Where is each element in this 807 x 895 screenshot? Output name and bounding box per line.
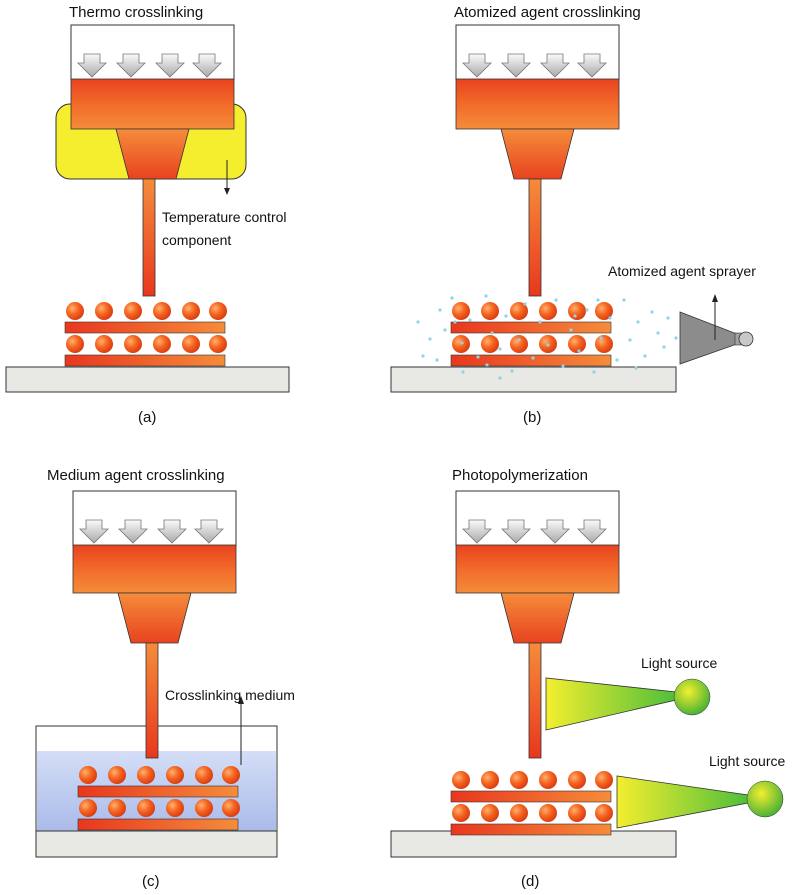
material-reservoir xyxy=(455,78,620,130)
printed-structure xyxy=(450,771,613,836)
panel-c: Medium agent crosslinking Crosslinking m… xyxy=(35,467,295,890)
annotation-temperature-line2: component xyxy=(162,232,231,248)
panel-a-title: Thermo crosslinking xyxy=(69,4,203,21)
substrate xyxy=(390,830,677,858)
needle xyxy=(145,642,159,759)
panel-b-title: Atomized agent crosslinking xyxy=(454,4,641,21)
substrate xyxy=(35,830,278,858)
annotation-light-lower: Light source xyxy=(709,753,785,769)
light-source-upper xyxy=(545,677,711,731)
needle xyxy=(528,178,542,297)
substrate xyxy=(390,366,677,393)
printed-structure xyxy=(64,302,227,367)
nozzle-cone xyxy=(115,128,190,180)
needle xyxy=(142,178,156,297)
material-reservoir xyxy=(70,78,235,130)
panel-d-caption: (d) xyxy=(521,873,539,890)
atomized-agent-sprayer xyxy=(679,311,754,365)
panel-a-caption: (a) xyxy=(138,409,156,426)
needle xyxy=(528,642,542,759)
light-source-lower xyxy=(616,775,784,829)
printed-structure xyxy=(450,302,613,367)
panel-b: Atomized agent crosslinking xyxy=(390,4,756,426)
panel-b-caption: (b) xyxy=(523,409,541,426)
panel-c-caption: (c) xyxy=(142,873,160,890)
panel-d: Photopolymerization Light source xyxy=(390,467,785,890)
material-reservoir xyxy=(455,544,620,594)
panel-d-title: Photopolymerization xyxy=(452,467,588,484)
nozzle-cone xyxy=(500,592,575,644)
annotation-light-upper: Light source xyxy=(641,655,717,671)
nozzle-cone xyxy=(117,592,192,644)
panel-a: Thermo crosslinking Temperature control … xyxy=(5,4,290,426)
annotation-medium: Crosslinking medium xyxy=(165,687,295,703)
substrate xyxy=(5,366,290,393)
annotation-temperature-line1: Temperature control xyxy=(162,209,287,225)
panel-c-title: Medium agent crosslinking xyxy=(47,467,225,484)
material-reservoir xyxy=(72,544,237,594)
atomized-agent-droplets xyxy=(416,294,678,380)
printed-structure xyxy=(77,766,240,831)
nozzle-cone xyxy=(500,128,575,180)
annotation-sprayer: Atomized agent sprayer xyxy=(608,263,756,279)
